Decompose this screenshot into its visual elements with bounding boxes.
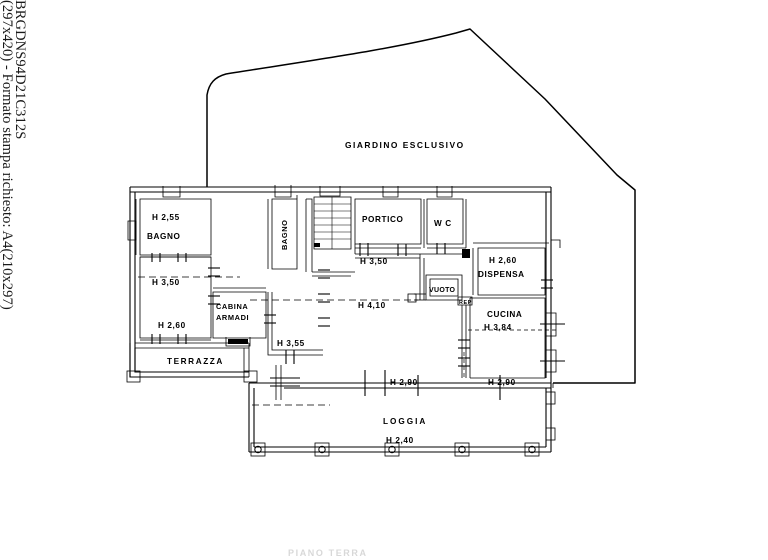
room-bagno-mid [267, 185, 298, 270]
dispensa-label: DISPENSA [478, 270, 525, 279]
room-terrazza [126, 342, 258, 383]
garden-boundary [206, 28, 636, 384]
room-wc [423, 186, 467, 254]
soggiorno-height: H 4,10 [358, 301, 386, 310]
room-camera-left [138, 256, 240, 339]
dispensa-height: H 2,60 [489, 256, 517, 265]
loggia-left-height: H 2,90 [390, 378, 418, 387]
armadi-label: ARMADI [216, 313, 249, 322]
bagno-mid-label: BAGNO [280, 219, 289, 250]
door-bagno-camera [140, 253, 211, 262]
bagno-top-label: BAGNO [147, 232, 181, 241]
loggia-label: LOGGIA [383, 417, 427, 426]
room-cucina [468, 297, 565, 379]
room-bagno-top [127, 186, 212, 256]
vuoto-label: VUOTO [429, 287, 456, 294]
wc-label: W C [434, 219, 452, 228]
loggia-columns [250, 442, 540, 457]
room-bagno-mid-2 [305, 198, 313, 272]
room-loggia [248, 365, 556, 457]
camera-left-height: H 3,50 [152, 278, 180, 287]
corridor-walls [355, 249, 470, 300]
room-cabina-armadi [212, 287, 267, 347]
cucina-height: H 3,84 [484, 323, 512, 332]
building-outline [129, 186, 552, 383]
room-vuoto [407, 274, 463, 303]
ripostiglio-label: REP [459, 300, 472, 306]
door-camera-terrazza [140, 334, 211, 344]
garden-label: GIARDINO ESCLUSIVO [345, 140, 465, 150]
right-side-fittings [551, 239, 561, 388]
room-disimpegno [264, 292, 323, 364]
cabina-label: CABINA [216, 302, 248, 311]
portico-height: H 3,50 [360, 257, 388, 266]
disimpegno-height: H 3,55 [277, 339, 305, 348]
loggia-height: H 2,40 [386, 436, 414, 445]
terrazza-height: H 2,60 [158, 321, 186, 330]
cucina-label: CUCINA [487, 310, 522, 319]
room-soggiorno [250, 269, 418, 327]
central-divider [458, 305, 470, 380]
bagno-top-height: H 2,55 [152, 213, 180, 222]
terrazza-label: TERRAZZA [167, 357, 224, 366]
room-ripostiglio [457, 296, 473, 306]
staircase [313, 186, 352, 250]
loggia-right-height: H 2,90 [488, 378, 516, 387]
room-dispensa [472, 242, 553, 296]
footer-caption: PIANO TERRA [288, 548, 368, 558]
portico-label: PORTICO [362, 215, 404, 224]
